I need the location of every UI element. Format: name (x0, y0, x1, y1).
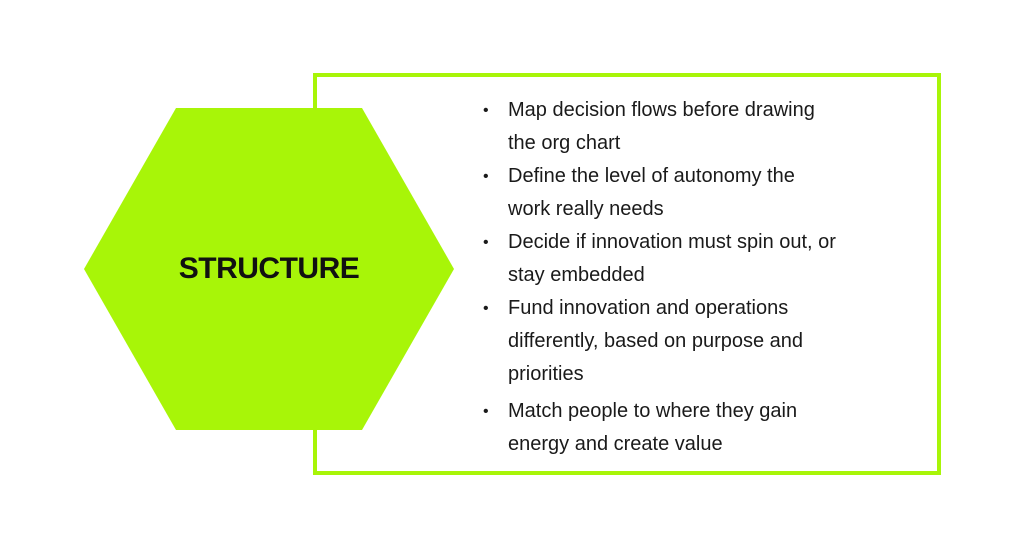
bullet-dot-icon: • (483, 300, 489, 317)
bullet-text-line: Decide if innovation must spin out, or (508, 231, 836, 253)
bullet-dot-icon: • (483, 403, 489, 420)
bullet-dot-icon: • (483, 168, 489, 185)
bullet-item: • Match people to where they gain energy… (483, 395, 923, 461)
hexagon-label: STRUCTURE (178, 252, 360, 285)
bullet-text-line: the org chart (508, 132, 621, 154)
bullet-dot-icon: • (483, 234, 489, 251)
bullet-text-line: Define the level of autonomy the (508, 165, 795, 187)
bullet-item: • Map decision flows before drawing the … (483, 94, 923, 160)
bullet-text-line: priorities (508, 363, 584, 385)
bullet-list: • Map decision flows before drawing the … (483, 94, 923, 461)
bullet-text-line: energy and create value (508, 433, 723, 455)
bullet-text-line: stay embedded (508, 264, 645, 286)
bullet-text-line: differently, based on purpose and (508, 330, 804, 352)
structure-hexagon: STRUCTURE (84, 108, 454, 430)
bullet-text-line: Fund innovation and operations (508, 297, 789, 319)
bullet-item: • Define the level of autonomy the work … (483, 160, 923, 226)
bullet-text-line: work really needs (508, 198, 664, 220)
bullet-text-line: Map decision flows before drawing (508, 99, 815, 121)
bullet-text-line: Match people to where they gain (508, 400, 798, 422)
bullet-item: • Decide if innovation must spin out, or… (483, 226, 923, 292)
bullet-dot-icon: • (483, 102, 489, 119)
hexagon-shape (84, 108, 454, 430)
bullet-item: • Fund innovation and operations differe… (483, 292, 923, 391)
